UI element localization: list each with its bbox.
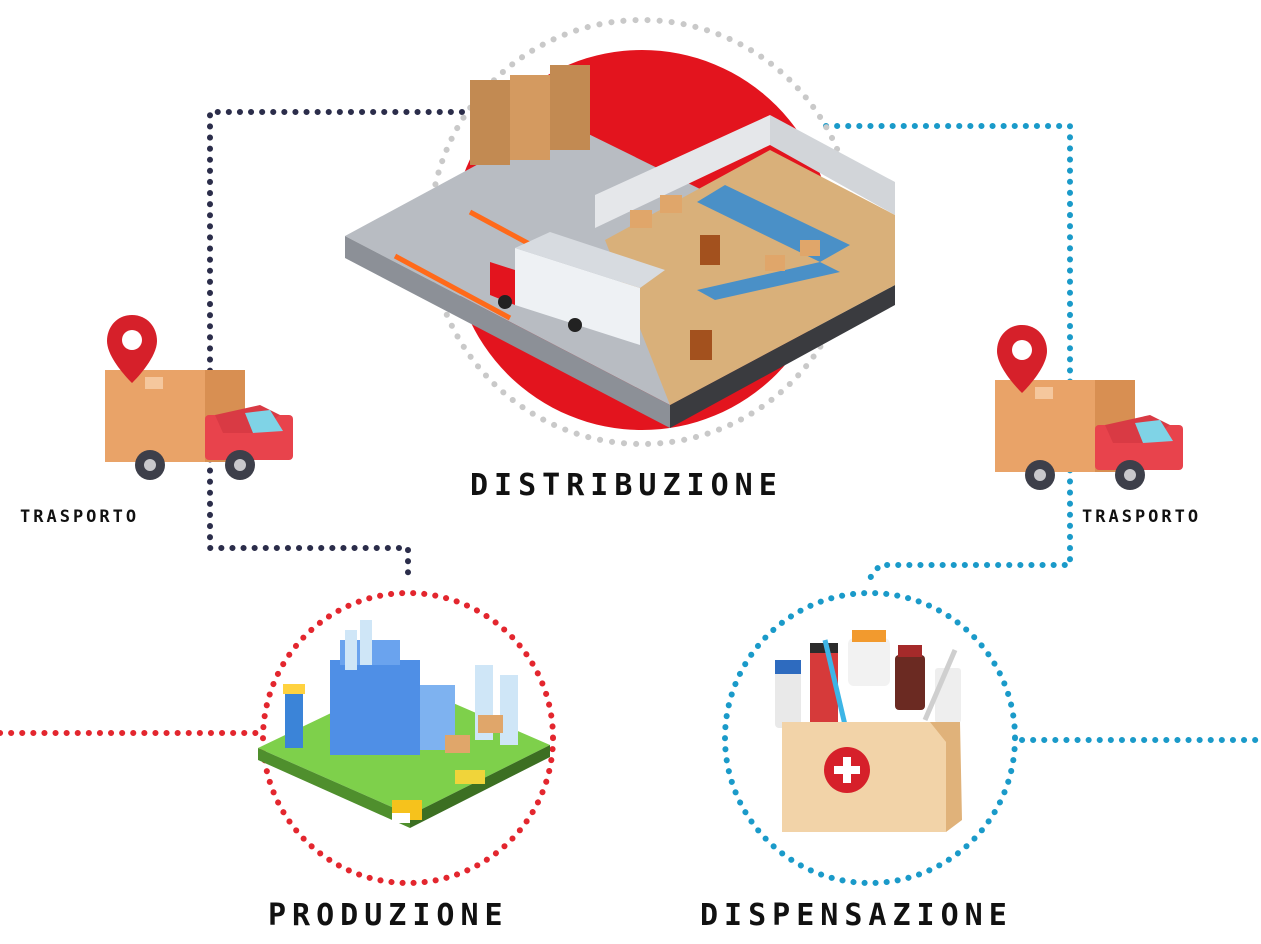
medical-bag-icon — [775, 630, 962, 832]
label-dispensazione: DISPENSAZIONE — [700, 898, 1013, 933]
dispensation-blue-ring — [722, 590, 1018, 886]
production-red-ring — [260, 590, 556, 886]
label-produzione: PRODUZIONE — [268, 898, 509, 933]
label-trasporto-left: TRASPORTO — [20, 507, 140, 527]
truck-left-icon — [105, 315, 293, 480]
truck-right-icon — [995, 325, 1183, 490]
production-node — [258, 590, 556, 886]
factory-icon — [258, 620, 550, 828]
label-trasporto-right: TRASPORTO — [1082, 507, 1202, 527]
distribution-node — [345, 17, 895, 447]
dispensation-node — [722, 590, 1018, 886]
label-distribuzione: DISTRIBUZIONE — [470, 468, 783, 503]
warehouse-icon — [345, 65, 895, 428]
connector-navy — [207, 109, 465, 583]
connector-blue-top — [823, 123, 1073, 581]
